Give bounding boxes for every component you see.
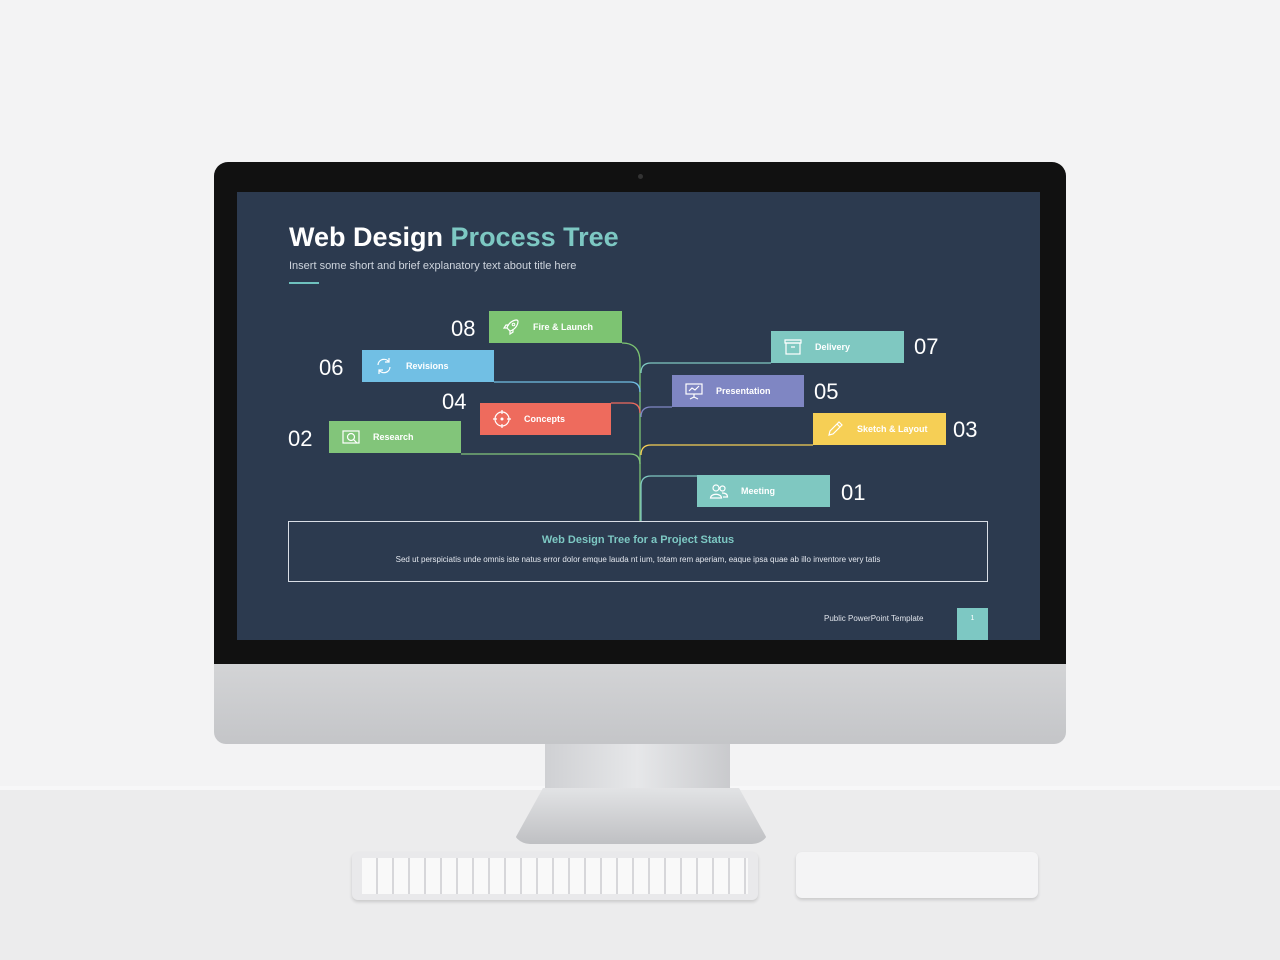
step-label-08: Fire & Launch	[533, 322, 593, 332]
step-box-02: Research	[329, 421, 461, 453]
step-box-08: Fire & Launch	[489, 311, 622, 343]
camera	[638, 174, 643, 179]
keyboard	[352, 852, 758, 900]
trackpad	[796, 852, 1038, 898]
monitor-stand-neck	[545, 744, 730, 792]
step-box-06: Revisions	[362, 350, 494, 382]
projector-icon	[684, 381, 704, 401]
branch-01	[641, 476, 697, 521]
step-number-03: 03	[953, 417, 977, 443]
step-label-01: Meeting	[741, 486, 775, 496]
magnifier-icon	[341, 427, 361, 447]
monitor-stand-base	[512, 788, 770, 844]
step-box-07: Delivery	[771, 331, 904, 363]
rocket-icon	[501, 317, 521, 337]
step-number-04: 04	[442, 389, 466, 415]
step-number-02: 02	[288, 426, 312, 452]
step-number-06: 06	[319, 355, 343, 381]
step-box-01: Meeting	[697, 475, 830, 507]
step-label-05: Presentation	[716, 386, 771, 396]
branch-03	[641, 445, 813, 455]
step-label-04: Concepts	[524, 414, 565, 424]
step-label-07: Delivery	[815, 342, 850, 352]
branch-05	[641, 407, 672, 417]
status-text: Sed ut perspiciatis unde omnis iste natu…	[289, 555, 987, 564]
box-icon	[783, 337, 803, 357]
keyboard-keys	[362, 858, 748, 894]
step-number-08: 08	[451, 316, 475, 342]
step-box-04: Concepts	[480, 403, 611, 435]
pencil-icon	[825, 419, 845, 439]
status-title: Web Design Tree for a Project Status	[289, 534, 987, 546]
step-number-01: 01	[841, 480, 865, 506]
people-icon	[709, 481, 729, 501]
step-label-06: Revisions	[406, 361, 449, 371]
step-label-03: Sketch & Layout	[857, 424, 928, 434]
status-panel: Web Design Tree for a Project Status Sed…	[288, 521, 988, 582]
footer-text: Public PowerPoint Template	[824, 614, 923, 623]
step-box-05: Presentation	[672, 375, 804, 407]
branch-08	[622, 343, 640, 521]
step-label-02: Research	[373, 432, 414, 442]
target-icon	[492, 409, 512, 429]
slide-screen: Web Design Process Tree Insert some shor…	[237, 192, 1040, 640]
monitor-chin	[214, 664, 1066, 744]
step-box-03: Sketch & Layout	[813, 413, 946, 445]
branch-07	[641, 363, 771, 373]
branch-04	[611, 403, 640, 413]
page-number: 1	[957, 608, 988, 640]
step-number-07: 07	[914, 334, 938, 360]
branch-02	[461, 454, 640, 464]
branch-06	[494, 382, 640, 392]
refresh-icon	[374, 356, 394, 376]
step-number-05: 05	[814, 379, 838, 405]
